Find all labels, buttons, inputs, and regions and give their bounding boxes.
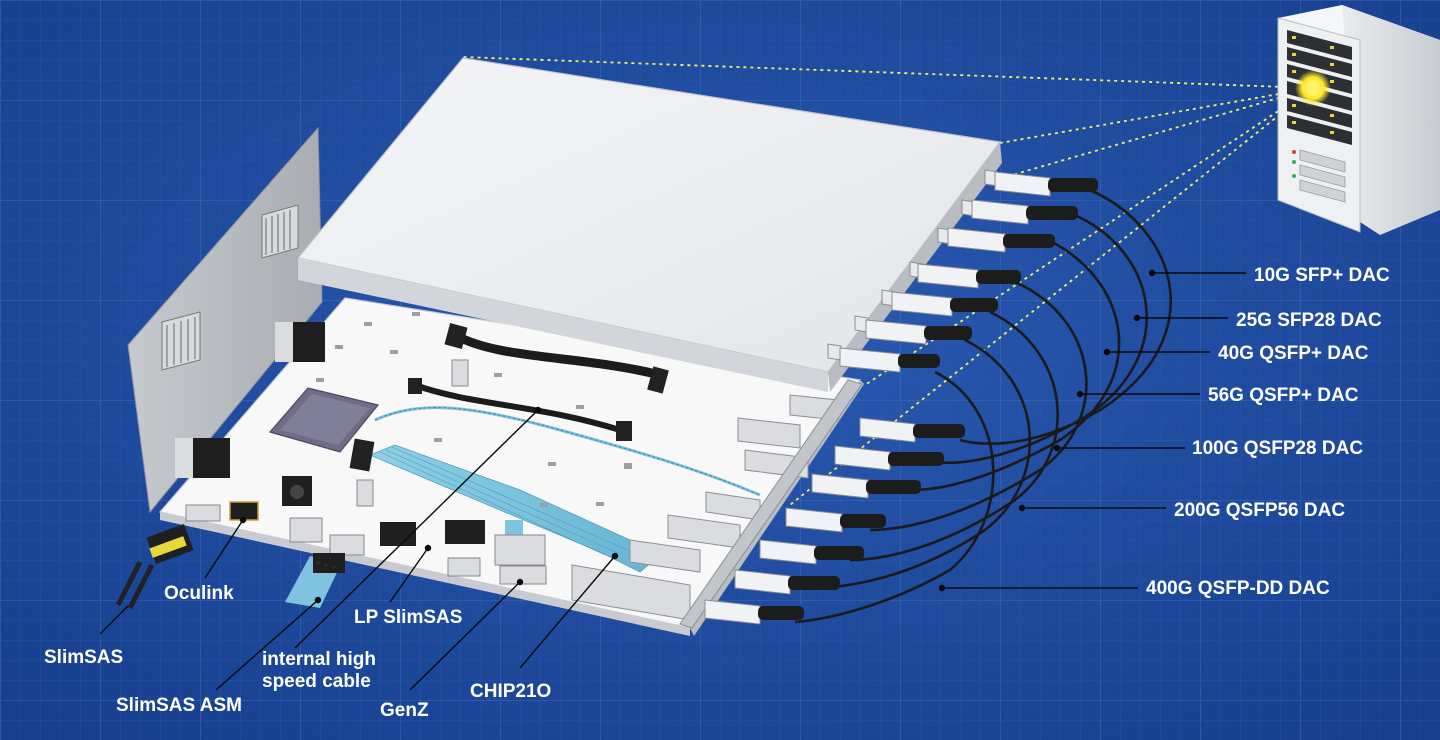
- slimsas-asm-assembly: [285, 553, 345, 608]
- dac-modules: [704, 171, 1098, 625]
- label-slimsas: SlimSAS: [44, 647, 124, 668]
- label-slimsas-asm: SlimSAS ASM: [116, 695, 242, 716]
- label-400g-qsfp-dd-dac: 400G QSFP-DD DAC: [1146, 578, 1330, 599]
- label-25g-sfp28-dac: 25G SFP28 DAC: [1236, 310, 1382, 331]
- back-panel: [127, 126, 323, 514]
- label-chip21o: CHIP21O: [470, 681, 552, 702]
- dac-cables: [794, 188, 1172, 624]
- label-100g-qsfp28-dac: 100G QSFP28 DAC: [1192, 438, 1364, 459]
- guide-lines: [462, 56, 1314, 506]
- label-genz: GenZ: [380, 700, 429, 721]
- front-plate: [679, 379, 863, 629]
- label-internal-high-speed-cable: internal high speed cable: [262, 649, 376, 692]
- label-oculink: Oculink: [164, 583, 234, 604]
- internal-cable-1: [452, 331, 662, 380]
- label-10g-sfp-dac: 10G SFP+ DAC: [1254, 265, 1390, 286]
- label-56g-qsfp-dac: 56G QSFP+ DAC: [1208, 385, 1359, 406]
- slimsas-cable-assembly: [115, 524, 194, 610]
- server-tower-icon: [1277, 5, 1440, 235]
- label-200g-qsfp56-dac: 200G QSFP56 DAC: [1174, 500, 1346, 521]
- label-40g-qsfp-dac: 40G QSFP+ DAC: [1218, 343, 1369, 364]
- internal-cable-2: [413, 382, 621, 433]
- leader-lines-bottom: [99, 406, 619, 691]
- label-lp-slimsas: LP SlimSAS: [354, 607, 463, 628]
- leader-lines-right: [938, 269, 1246, 592]
